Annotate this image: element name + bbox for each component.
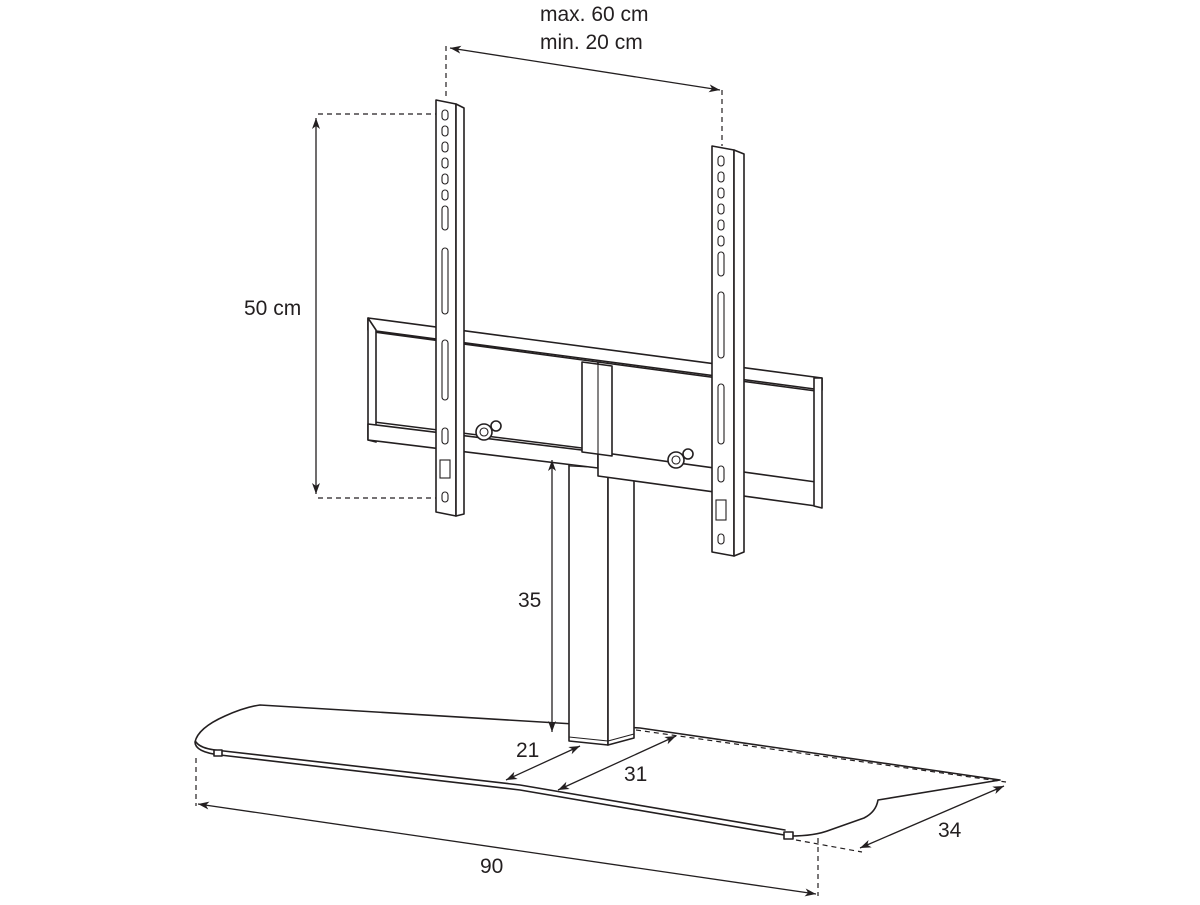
label-width-max: max. 60 cm <box>540 3 649 26</box>
label-height: 50 cm <box>244 297 302 320</box>
dimension-base-90 <box>195 758 819 897</box>
base-foot-left <box>213 749 223 757</box>
support-column <box>568 455 635 746</box>
label-width-min: min. 20 cm <box>540 31 643 54</box>
label-offset-side: 31 <box>624 763 648 786</box>
right-vertical-arm <box>711 145 745 557</box>
dimension-offset-31 <box>557 735 677 791</box>
dimension-base-34 <box>635 729 1007 853</box>
label-column-height: 35 <box>518 589 542 612</box>
dimension-width-top <box>445 45 723 146</box>
label-offset-front: 21 <box>516 739 540 762</box>
label-base-width: 90 <box>480 855 504 878</box>
horizontal-bracket <box>367 317 823 509</box>
knob-left-icon <box>475 420 502 441</box>
knob-right-icon <box>667 448 694 469</box>
base-foot-right <box>783 831 794 840</box>
left-vertical-arm <box>435 99 465 517</box>
dimension-height-50 <box>312 113 436 499</box>
label-base-depth: 34 <box>938 819 962 842</box>
